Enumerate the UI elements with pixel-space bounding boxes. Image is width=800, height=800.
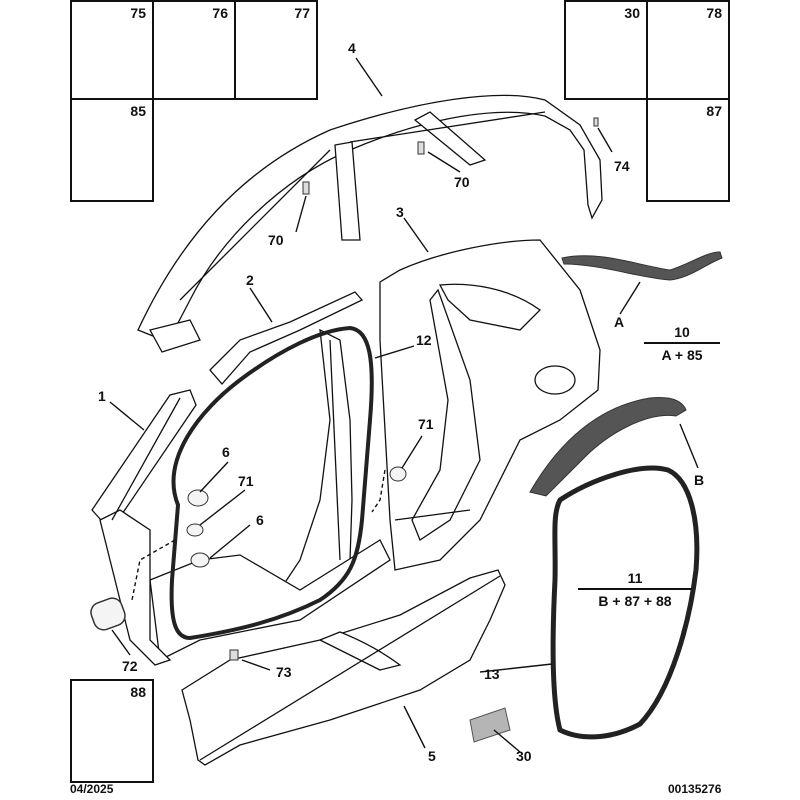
formula-11-bar (578, 588, 692, 590)
callout-3: 3 (396, 204, 404, 220)
legend-number: 88 (130, 684, 146, 700)
clip-74 (593, 117, 599, 127)
callout-74: 74 (614, 158, 630, 174)
callout-71-right: 71 (418, 416, 434, 432)
strip-30-lower (469, 707, 511, 743)
legend-cell-85: 85 (70, 98, 154, 202)
callout-73: 73 (276, 664, 292, 680)
formula-10: 10 A + 85 (644, 324, 720, 363)
grommet-6-lower (190, 552, 210, 568)
formula-11-bottom: B + 87 + 88 (598, 593, 672, 609)
leader-lines (109, 57, 699, 753)
legend-cell-77: 77 (234, 0, 318, 100)
part-4-roof-rail (137, 94, 603, 353)
grommet-6-upper (187, 489, 209, 507)
legend-number: 87 (706, 103, 722, 119)
footer-code: 00135276 (668, 782, 722, 796)
formula-11-top: 11 (627, 570, 643, 586)
formula-10-bar (644, 342, 720, 344)
part-5-sill (181, 569, 506, 766)
footer-date: 04/2025 (70, 782, 114, 796)
formula-10-top: 10 (674, 324, 690, 340)
legend-number: 75 (130, 5, 146, 21)
part-2-body-side (149, 291, 391, 661)
legend-number: 85 (130, 103, 146, 119)
callout-a: A (614, 314, 625, 330)
seal-13-rear-door (550, 465, 700, 740)
legend-cell-30: 30 (564, 0, 648, 100)
callout-13: 13 (484, 666, 500, 682)
part-3-rear-side (379, 239, 601, 571)
legend-cell-88: 88 (70, 679, 154, 783)
legend-cell-78: 78 (646, 0, 730, 100)
legend-number: 78 (706, 5, 722, 21)
callout-30-lower: 30 (516, 748, 532, 764)
grommet-71-left (186, 523, 204, 537)
clip-73 (229, 649, 239, 661)
formula-11: 11 B + 87 + 88 (578, 570, 692, 609)
legend-number: 76 (212, 5, 228, 21)
legend-cell-75: 75 (70, 0, 154, 100)
callout-5: 5 (428, 748, 436, 764)
callout-72: 72 (122, 658, 138, 674)
callout-1: 1 (98, 388, 106, 404)
plug-72 (90, 597, 126, 631)
seal-12-front-door (169, 325, 374, 641)
callout-6-lower: 6 (256, 512, 264, 528)
part-1-a-pillar (91, 389, 197, 666)
strip-b (529, 397, 687, 497)
grommet-71-right (389, 466, 407, 482)
callout-2: 2 (246, 272, 254, 288)
legend-number: 30 (624, 5, 640, 21)
callout-70-right: 70 (454, 174, 470, 190)
clip-70-upper-right (417, 141, 425, 155)
callout-12: 12 (416, 332, 432, 348)
callout-70-left: 70 (268, 232, 284, 248)
legend-cell-87: 87 (646, 98, 730, 202)
legend-number: 77 (294, 5, 310, 21)
strip-a (561, 251, 723, 281)
clip-70-upper-left (302, 181, 310, 195)
callout-6-upper: 6 (222, 444, 230, 460)
callout-71-left: 71 (238, 473, 254, 489)
callout-b: B (694, 472, 705, 488)
legend-cell-76: 76 (152, 0, 236, 100)
formula-10-bottom: A + 85 (661, 347, 703, 363)
callout-4: 4 (348, 40, 356, 56)
